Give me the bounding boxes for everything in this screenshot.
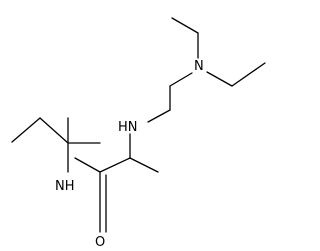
bond-n-ethyl-b-ch2 xyxy=(206,71,233,87)
bond-quaternary-c-ch2 xyxy=(39,117,69,144)
bond-ethyl-ch2-ch3 xyxy=(11,117,41,143)
atom-label-nh-amide: NH xyxy=(55,179,75,194)
chemical-structure-diagram: N HN NH O xyxy=(11,17,266,250)
atom-label-n-diethyl: N xyxy=(194,59,204,74)
bond-ethyl-b-ch2-ch3 xyxy=(231,62,266,87)
bond-alpha-c-methyl xyxy=(129,157,159,173)
bond-carbonyl-c-nh xyxy=(74,157,101,173)
atom-label-carbonyl-o: O xyxy=(95,235,105,250)
bond-n-linker-ch2 xyxy=(169,72,193,87)
bond-linker-ch2-hn xyxy=(147,109,171,123)
bond-ethyl-a-ch3-ch2 xyxy=(171,17,199,34)
bond-alpha-c-carbonyl-c xyxy=(99,157,131,173)
atom-label-hn: HN xyxy=(118,120,138,135)
